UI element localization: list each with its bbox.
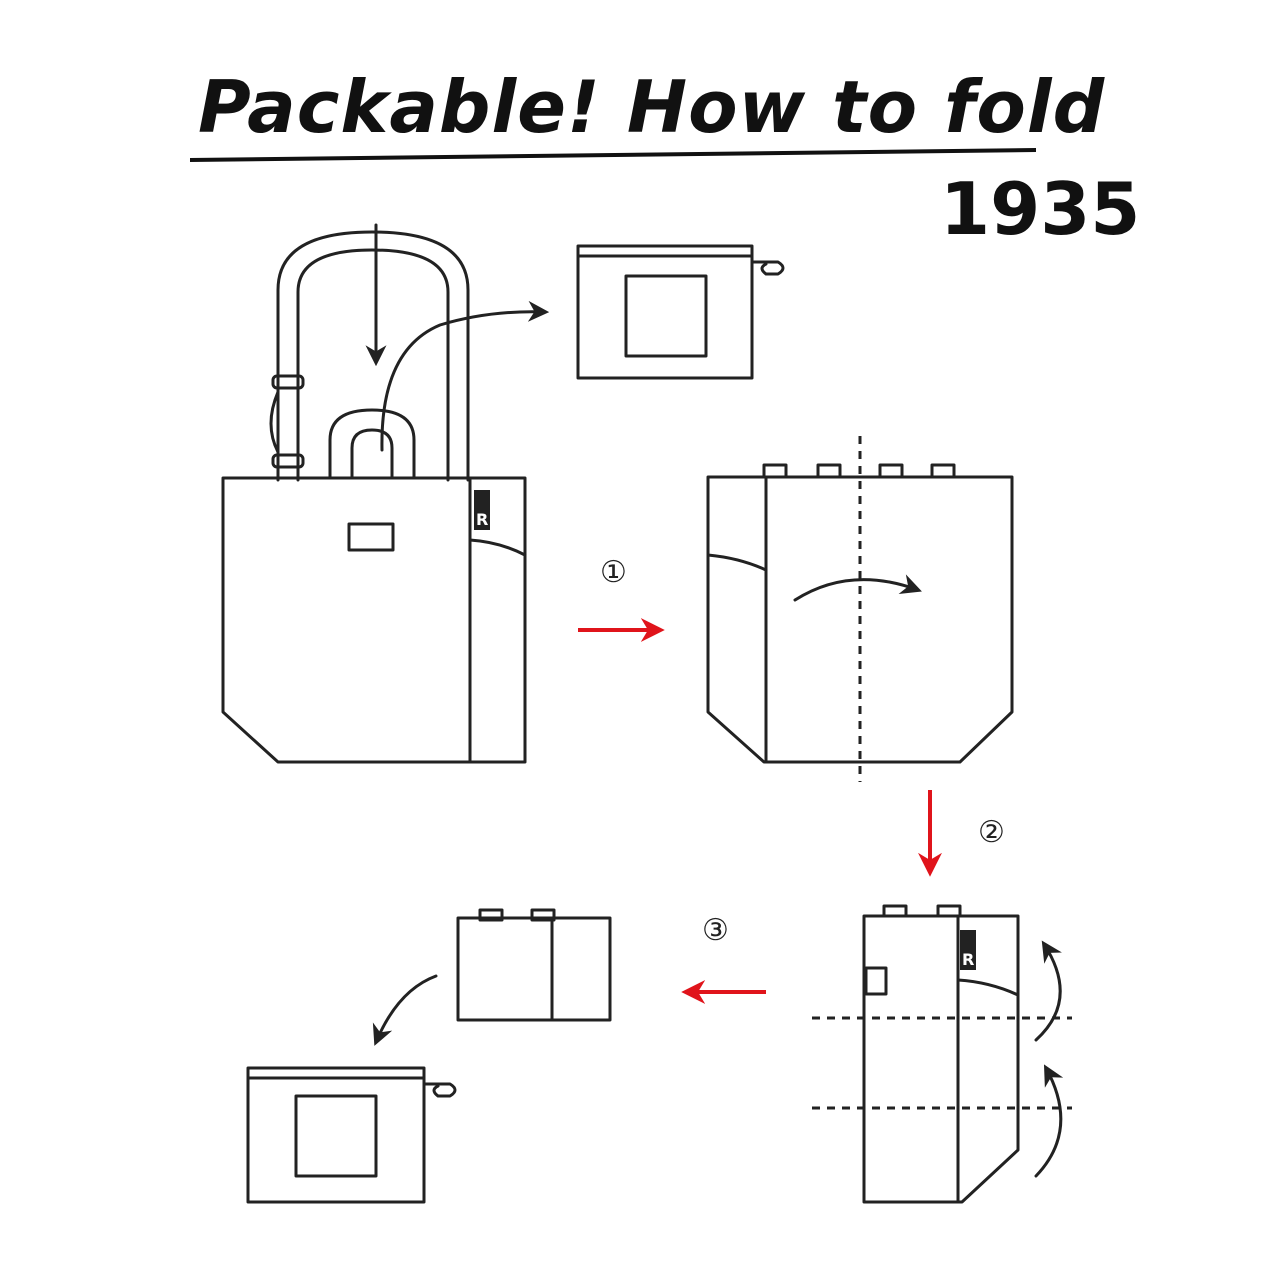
brand-logo-letter: R [962, 950, 974, 969]
tote-bag-flattened [706, 436, 1014, 782]
page-title: Packable! How to fold [198, 65, 1106, 149]
brand-logo-tag [960, 930, 976, 970]
tote-bag-unfolded: R [221, 230, 527, 764]
title-underline [190, 148, 1036, 162]
tote-bag-rolled [456, 908, 612, 1022]
curved-arrow-icon [372, 974, 438, 1046]
step-3-number: ③ [702, 913, 729, 948]
model-number: 1935 [940, 167, 1140, 251]
brand-logo-tag [474, 490, 490, 530]
step-1-number: ① [600, 555, 627, 590]
step-2-number: ② [978, 815, 1005, 850]
brand-logo-letter: R [476, 510, 488, 529]
storage-pouch-top [576, 244, 785, 380]
curved-arrow-icon [380, 300, 550, 452]
tote-bag-half-folded: R [812, 904, 1072, 1204]
storage-pouch-bottom [246, 1066, 457, 1204]
